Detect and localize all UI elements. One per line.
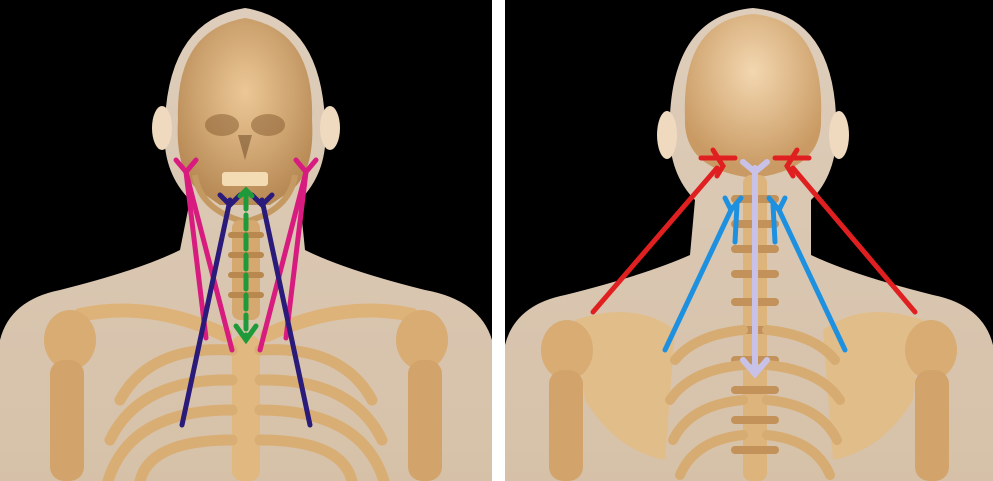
anterior-view-panel [0,0,492,481]
anterior-illustration [0,0,492,481]
right-ear [320,106,340,150]
panel-divider [492,0,505,481]
head-back [685,14,821,178]
left-ear [152,106,172,150]
posterior-illustration [505,0,993,481]
posterior-view-panel [505,0,993,481]
